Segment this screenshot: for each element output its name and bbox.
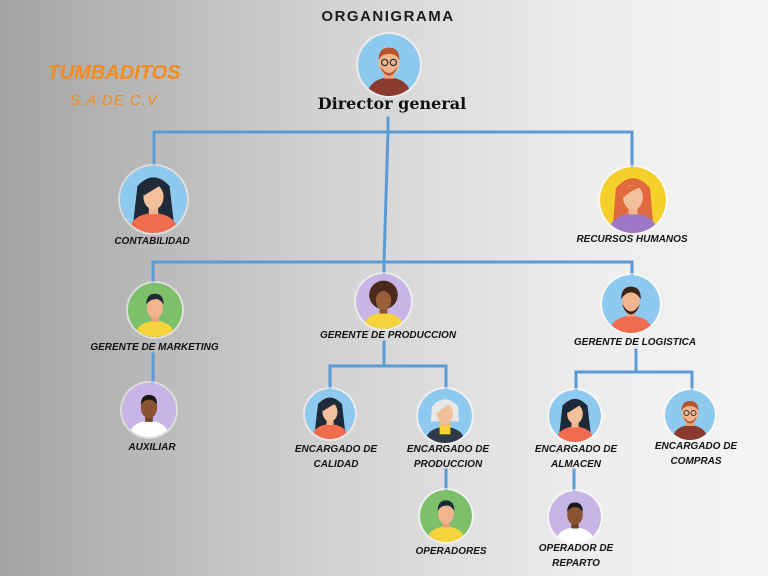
man-beard-avatar (602, 275, 660, 333)
encargado-compras-label: ENCARGADO DE COMPRAS (654, 441, 738, 467)
recursos-humanos-label: RECURSOS HUMANOS (576, 234, 688, 245)
woman-curly-hair-avatar (356, 274, 411, 329)
man-dark-skin-avatar (549, 491, 601, 543)
gerente-marketing-label: GERENTE DE MARKETING (90, 342, 219, 353)
encargado-produccion-label: ENCARGADO DE PRODUCCION (406, 444, 490, 470)
operadores-label: OPERADORES (415, 546, 487, 557)
man-yellow-shirt-avatar (128, 283, 182, 337)
chart-title: ORGANIGRAMA (321, 8, 455, 25)
operador-reparto-label: OPERADOR DE REPARTO (538, 543, 614, 569)
man-dark-skin-avatar (122, 383, 176, 437)
older-woman-avatar (418, 389, 472, 443)
auxiliar-label: AUXILIAR (128, 442, 176, 453)
man-glasses-beard-avatar (665, 390, 715, 440)
encargado-almacen-label: ENCARGADO DE ALMACEN (534, 444, 618, 470)
encargado-calidad-label: ENCARGADO DE CALIDAD (294, 444, 378, 470)
woman-dark-hair-avatar (305, 389, 355, 439)
woman-red-hair-avatar (600, 167, 666, 233)
company-name: TUMBADITOS (47, 62, 181, 84)
company-subtitle: S.A DE C.V (70, 92, 158, 109)
man-yellow-shirt-avatar (420, 490, 472, 542)
woman-dark-hair-avatar (120, 166, 187, 233)
director-general-label: Director general (317, 94, 467, 113)
connector-line (382, 130, 390, 264)
man-glasses-beard-avatar (358, 34, 420, 96)
woman-dark-hair-avatar (549, 390, 601, 442)
gerente-produccion-label: GERENTE DE PRODUCCION (319, 330, 457, 341)
gerente-logistica-label: GERENTE DE LOGISTICA (573, 337, 697, 348)
contabilidad-label: CONTABILIDAD (114, 236, 190, 247)
